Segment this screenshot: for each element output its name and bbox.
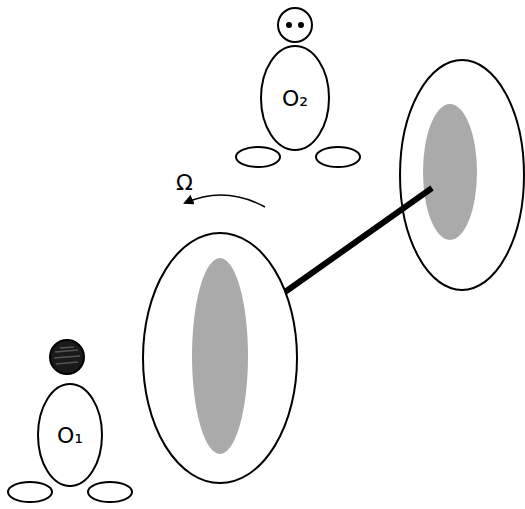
observer-body: O₂	[260, 45, 330, 151]
observer-head	[50, 340, 84, 374]
disk	[143, 233, 297, 483]
body-ellipse	[38, 384, 102, 486]
rod	[285, 188, 432, 292]
rotation-arrow	[185, 195, 265, 207]
observer-foot	[316, 147, 360, 167]
hair-scribble	[54, 347, 80, 364]
body-ellipse	[261, 46, 329, 150]
disk	[400, 60, 524, 290]
observer-foot	[8, 482, 52, 502]
observer-foot	[236, 147, 280, 167]
observer-eye	[286, 22, 292, 28]
observer-label: O₂	[282, 86, 308, 111]
observer-label: O₁	[57, 423, 83, 448]
disk-center	[423, 104, 477, 240]
observer-eye	[298, 22, 304, 28]
observer-foot	[88, 482, 132, 502]
rotation-symbol: Ω	[176, 170, 193, 195]
observer-body: O₁	[37, 383, 103, 487]
observer-head	[278, 8, 312, 42]
disk-center	[192, 258, 248, 454]
